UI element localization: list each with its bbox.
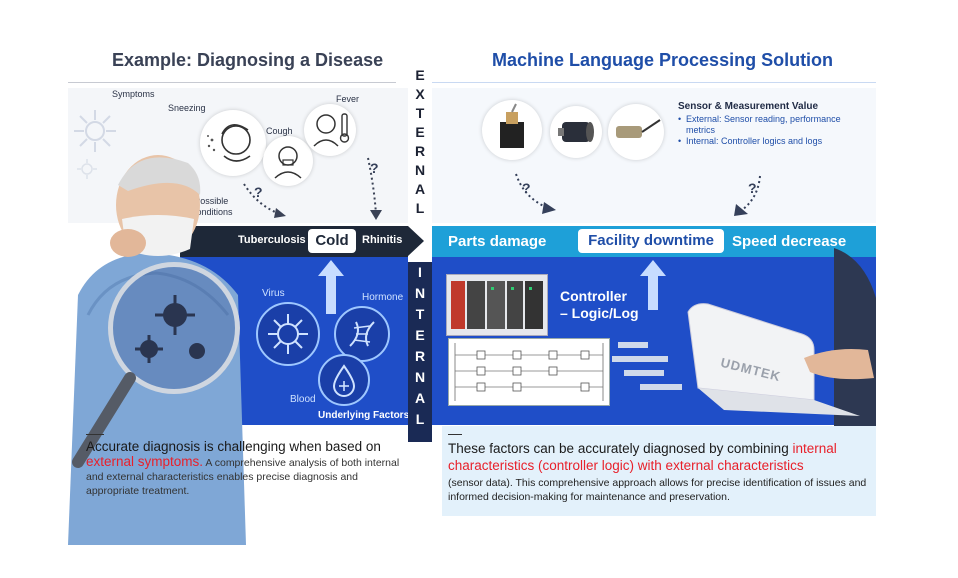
controller-label: Controller – Logic/Log xyxy=(560,288,639,321)
external-letter: E xyxy=(415,124,425,140)
right-caption-main: These factors can be accurately diagnose… xyxy=(448,440,868,474)
virus-factor-icon xyxy=(256,302,320,366)
symptoms-label: Symptoms xyxy=(112,89,155,99)
sensor-external-item: •External: Sensor reading, performance m… xyxy=(678,114,841,135)
dashed-arrow-left-a xyxy=(243,183,286,218)
internal-letter: T xyxy=(415,306,425,322)
virus-decoration-small-icon xyxy=(77,159,97,179)
left-caption: Accurate diagnosis is challenging when b… xyxy=(86,438,402,498)
fever-label: Fever xyxy=(336,94,360,104)
plc-controller-icon xyxy=(446,274,548,336)
outcome-parts-damage: Parts damage xyxy=(448,233,547,250)
virus-factor-label: Virus xyxy=(262,288,285,299)
right-caption-box xyxy=(442,426,876,516)
right-caption-highlight: internal characteristics (controller log… xyxy=(448,441,837,473)
cough-label: Cough xyxy=(266,126,293,136)
dashed-arrow-left-b xyxy=(367,157,382,220)
sensor-heading: Sensor & Measurement Value xyxy=(678,101,819,112)
sneezing-label: Sneezing xyxy=(168,103,206,113)
left-title: Example: Diagnosing a Disease xyxy=(112,50,384,70)
external-letter: L xyxy=(415,200,425,216)
laptop-user-illustration xyxy=(687,248,876,436)
right-caption-rest: (sensor data). This comprehensive approa… xyxy=(448,477,867,503)
fever-person-icon xyxy=(304,104,356,156)
internal-letter: N xyxy=(414,369,426,385)
external-letter: N xyxy=(414,162,426,178)
right-title: Machine Language Processing Solution xyxy=(492,50,834,70)
condition-tuberculosis: Tuberculosis xyxy=(238,234,306,246)
question-mark-right-b: ? xyxy=(748,180,757,196)
external-letter: X xyxy=(415,86,425,102)
external-letter: E xyxy=(415,67,425,83)
right-caption-rule xyxy=(448,434,462,435)
limit-switch-sensor-icon xyxy=(482,100,542,160)
log-line-4 xyxy=(640,384,682,390)
cylinder-sensor-icon xyxy=(550,106,602,158)
sensor-list: •External: Sensor reading, performance m… xyxy=(678,114,868,147)
left-caption-body: external symptoms. A comprehensive analy… xyxy=(86,455,402,498)
question-mark-left-a: ? xyxy=(254,184,263,200)
external-letter: T xyxy=(415,105,425,121)
external-letter: A xyxy=(414,181,426,197)
divider-arrow xyxy=(408,226,424,256)
condition-cold-pill: Cold xyxy=(308,229,356,253)
right-title-rule xyxy=(432,82,876,83)
right-caption-lead: These factors can be accurately diagnose… xyxy=(448,441,793,456)
condition-rhinitis: Rhinitis xyxy=(362,234,403,246)
magnifier-handle xyxy=(72,372,136,468)
left-title-rule xyxy=(68,82,396,83)
blood-factor-label: Blood xyxy=(290,394,316,405)
external-letter: R xyxy=(414,143,426,159)
left-caption-rest: A comprehensive analysis of both interna… xyxy=(86,457,400,497)
question-mark-left-b: ? xyxy=(370,160,379,176)
internal-letter: E xyxy=(415,327,425,343)
internal-letter: I xyxy=(418,264,422,280)
log-line-3 xyxy=(624,370,664,376)
question-mark-right-a: ? xyxy=(522,180,531,196)
dashed-arrow-right-b xyxy=(734,175,761,216)
left-caption-highlight: external symptoms. xyxy=(86,454,204,469)
sensor-internal-item: •Internal: Controller logics and logs xyxy=(678,136,823,146)
up-arrow-left-icon xyxy=(318,260,344,314)
up-arrow-right-icon xyxy=(640,260,666,310)
outcome-speed-decrease: Speed decrease xyxy=(732,233,847,250)
log-line-1 xyxy=(618,342,648,348)
dashed-arrow-right-a xyxy=(515,173,556,214)
hormone-factor-icon xyxy=(334,306,390,362)
virus-decoration-icon xyxy=(74,110,116,152)
outcome-facility-downtime-pill: Facility downtime xyxy=(578,229,724,253)
right-caption: These factors can be accurately diagnose… xyxy=(448,440,868,504)
internal-letter: A xyxy=(414,390,426,406)
left-caption-line1: Accurate diagnosis is challenging when b… xyxy=(86,439,381,454)
cough-person-icon xyxy=(263,136,313,186)
internal-letter: L xyxy=(415,411,425,427)
proximity-sensor-icon xyxy=(608,104,664,160)
possible-conditions-label: Possible Conditions xyxy=(190,196,233,217)
internal-letter: N xyxy=(414,285,426,301)
underlying-factors-label: Underlying Factors xyxy=(318,410,410,421)
internal-letter: R xyxy=(414,348,426,364)
log-line-2 xyxy=(612,356,668,362)
ladder-logic-panel xyxy=(448,338,610,406)
sneezing-person-icon xyxy=(200,110,266,176)
hormone-factor-label: Hormone xyxy=(362,292,404,303)
blood-factor-icon xyxy=(318,354,370,406)
left-caption-rule xyxy=(86,434,104,435)
conditions-bar xyxy=(180,226,408,257)
